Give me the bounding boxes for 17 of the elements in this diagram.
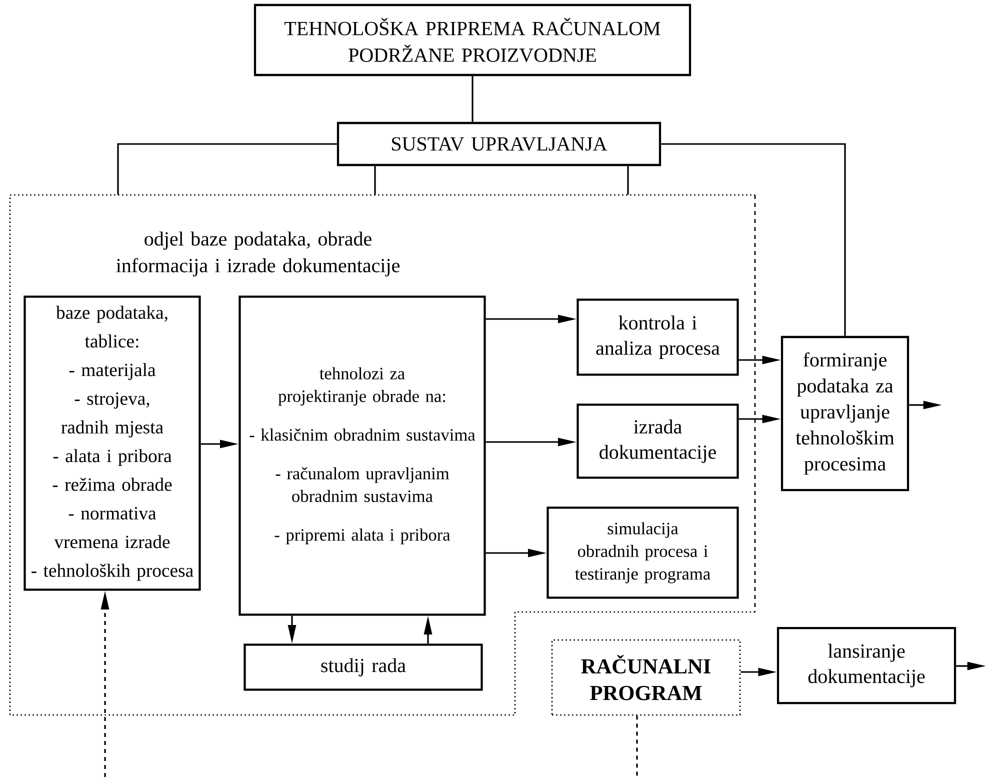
technologists-box: tehnolozi za projektiranje obrade na: - klasičnim obradnim sustavima - računalom upravljanim obradnim sustavima - pripremi alata i pribora (238, 296, 486, 616)
process-box: simulacija obradnih procesa i testiranje programa (546, 506, 739, 599)
region-heading: odjel baze podataka, obrade informacija i izrade dokumentacije (116, 232, 400, 276)
control-system-box: SUSTAV UPRAVLJANJA (336, 122, 662, 166)
database-box: baze podataka, tablice: - materijala - strojeva, radnih mjesta - alata i pribora - režima obrade - normativa vremena izrade - tehnoloških procesa (24, 296, 201, 591)
title-box: TEHNOLOŠKA PRIPREMA RAČUNALOM PODRŽANE PROIZVODNJE (254, 4, 692, 76)
connector-line (661, 143, 846, 336)
connector-line (374, 166, 376, 195)
process-box: izrada dokumentacije (576, 404, 739, 479)
process-box: kontrola i analiza procesa (576, 298, 739, 376)
process-box: studij rada (244, 644, 483, 691)
output-box: formiranje podataka za upravljanje tehnološkim procesima (780, 336, 910, 492)
process-box: lansiranje dokumentacije (776, 626, 956, 704)
connector-line (636, 716, 638, 777)
connector-line (117, 143, 337, 195)
connector-line (472, 76, 474, 122)
connector-line (627, 166, 629, 195)
